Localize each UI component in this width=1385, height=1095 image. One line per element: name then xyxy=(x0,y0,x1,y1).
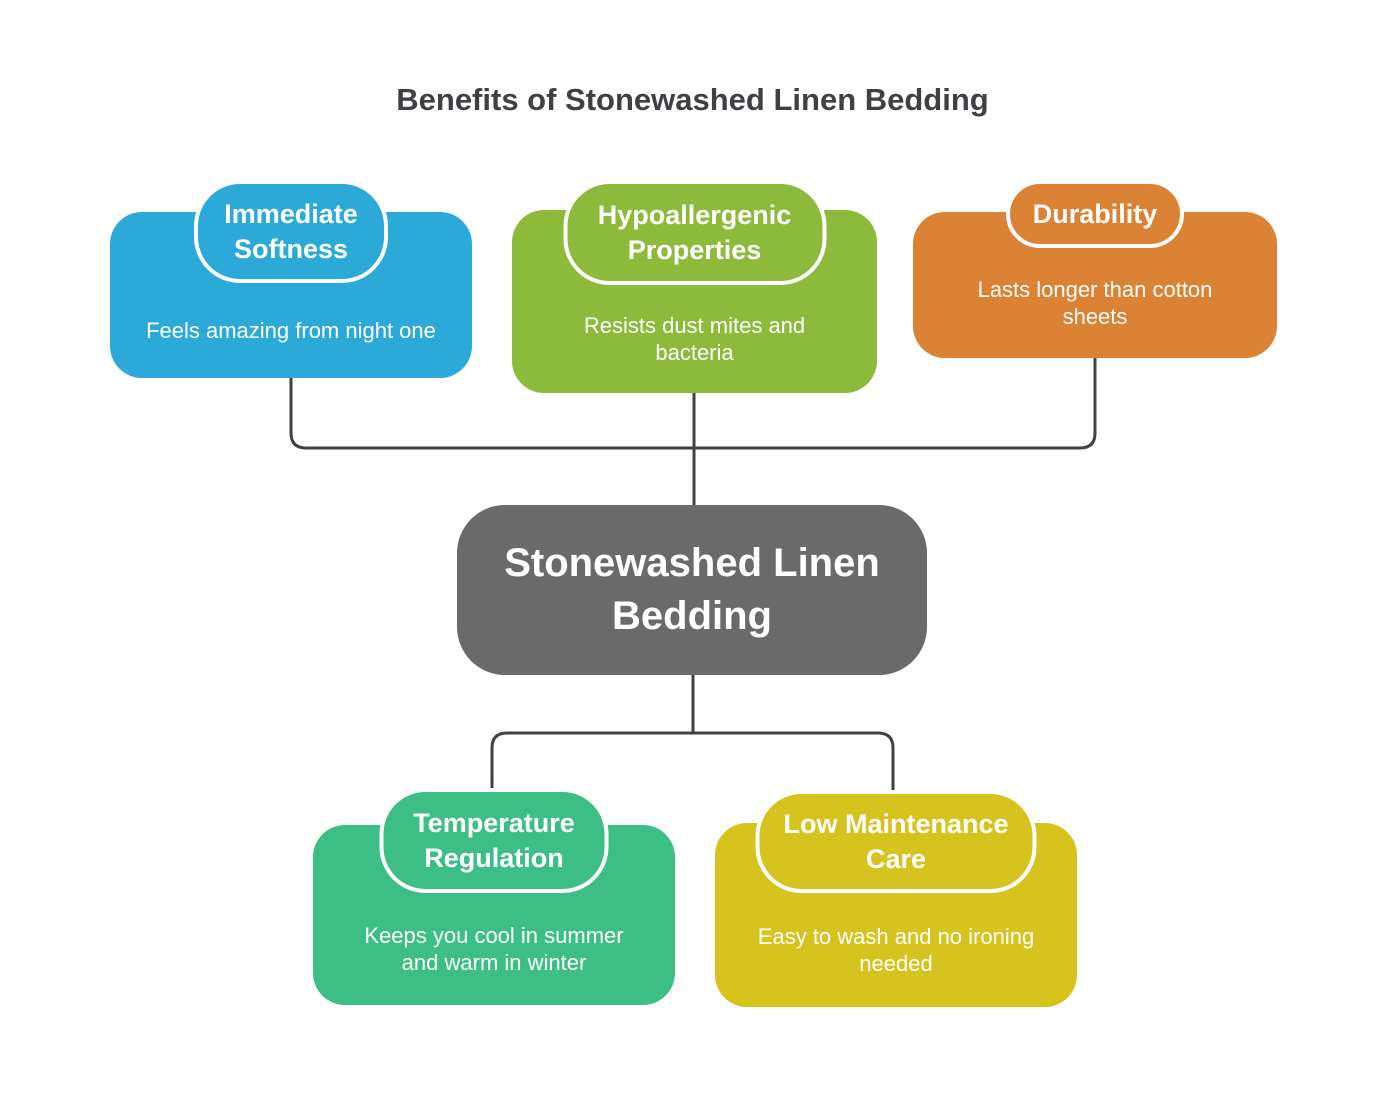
benefit-card-hypoallergenic-properties: Hypoallergenic Properties Resists dust m… xyxy=(512,180,877,393)
benefit-card-description: Keeps you cool in summer and warm in win… xyxy=(364,922,624,976)
benefit-card-title: Hypoallergenic Properties xyxy=(597,199,792,265)
benefit-card-header: Durability xyxy=(1006,180,1184,248)
benefit-card-header: Temperature Regulation xyxy=(379,788,609,893)
benefit-card-low-maintenance-care: Low Maintenance Care Easy to wash and no… xyxy=(715,790,1077,1007)
central-node-label: Stonewashed Linen Bedding xyxy=(504,541,880,638)
benefit-card-immediate-softness: Immediate Softness Feels amazing from ni… xyxy=(110,180,472,378)
benefit-card-title: Durability xyxy=(1032,198,1158,229)
benefit-card-header: Hypoallergenic Properties xyxy=(563,180,826,285)
benefit-card-title: Low Maintenance Care xyxy=(783,808,1009,874)
benefit-card-description: Lasts longer than cotton sheets xyxy=(977,276,1213,330)
benefit-card-description: Feels amazing from night one xyxy=(146,317,436,343)
central-node-stonewashed-linen-bedding: Stonewashed Linen Bedding xyxy=(457,505,927,675)
benefit-card-header: Low Maintenance Care xyxy=(755,790,1037,893)
benefit-card-description: Easy to wash and no ironing needed xyxy=(757,923,1035,977)
benefit-card-temperature-regulation: Temperature Regulation Keeps you cool in… xyxy=(313,788,675,1005)
benefit-card-durability: Durability Lasts longer than cotton shee… xyxy=(913,180,1277,358)
diagram-title: Benefits of Stonewashed Linen Bedding xyxy=(396,82,989,117)
benefit-card-title: Temperature Regulation xyxy=(413,807,575,873)
benefit-card-header: Immediate Softness xyxy=(194,180,388,283)
benefit-card-body: Easy to wash and no ironing needed xyxy=(715,893,1077,1007)
benefit-card-body: Feels amazing from night one xyxy=(110,283,472,378)
benefit-card-title: Immediate Softness xyxy=(224,198,358,264)
benefit-card-description: Resists dust mites and bacteria xyxy=(583,312,806,366)
benefit-card-body: Lasts longer than cotton sheets xyxy=(913,248,1277,358)
benefit-card-body: Resists dust mites and bacteria xyxy=(512,285,877,393)
connector-bottom-row xyxy=(490,731,895,790)
benefit-card-body: Keeps you cool in summer and warm in win… xyxy=(313,893,675,1005)
